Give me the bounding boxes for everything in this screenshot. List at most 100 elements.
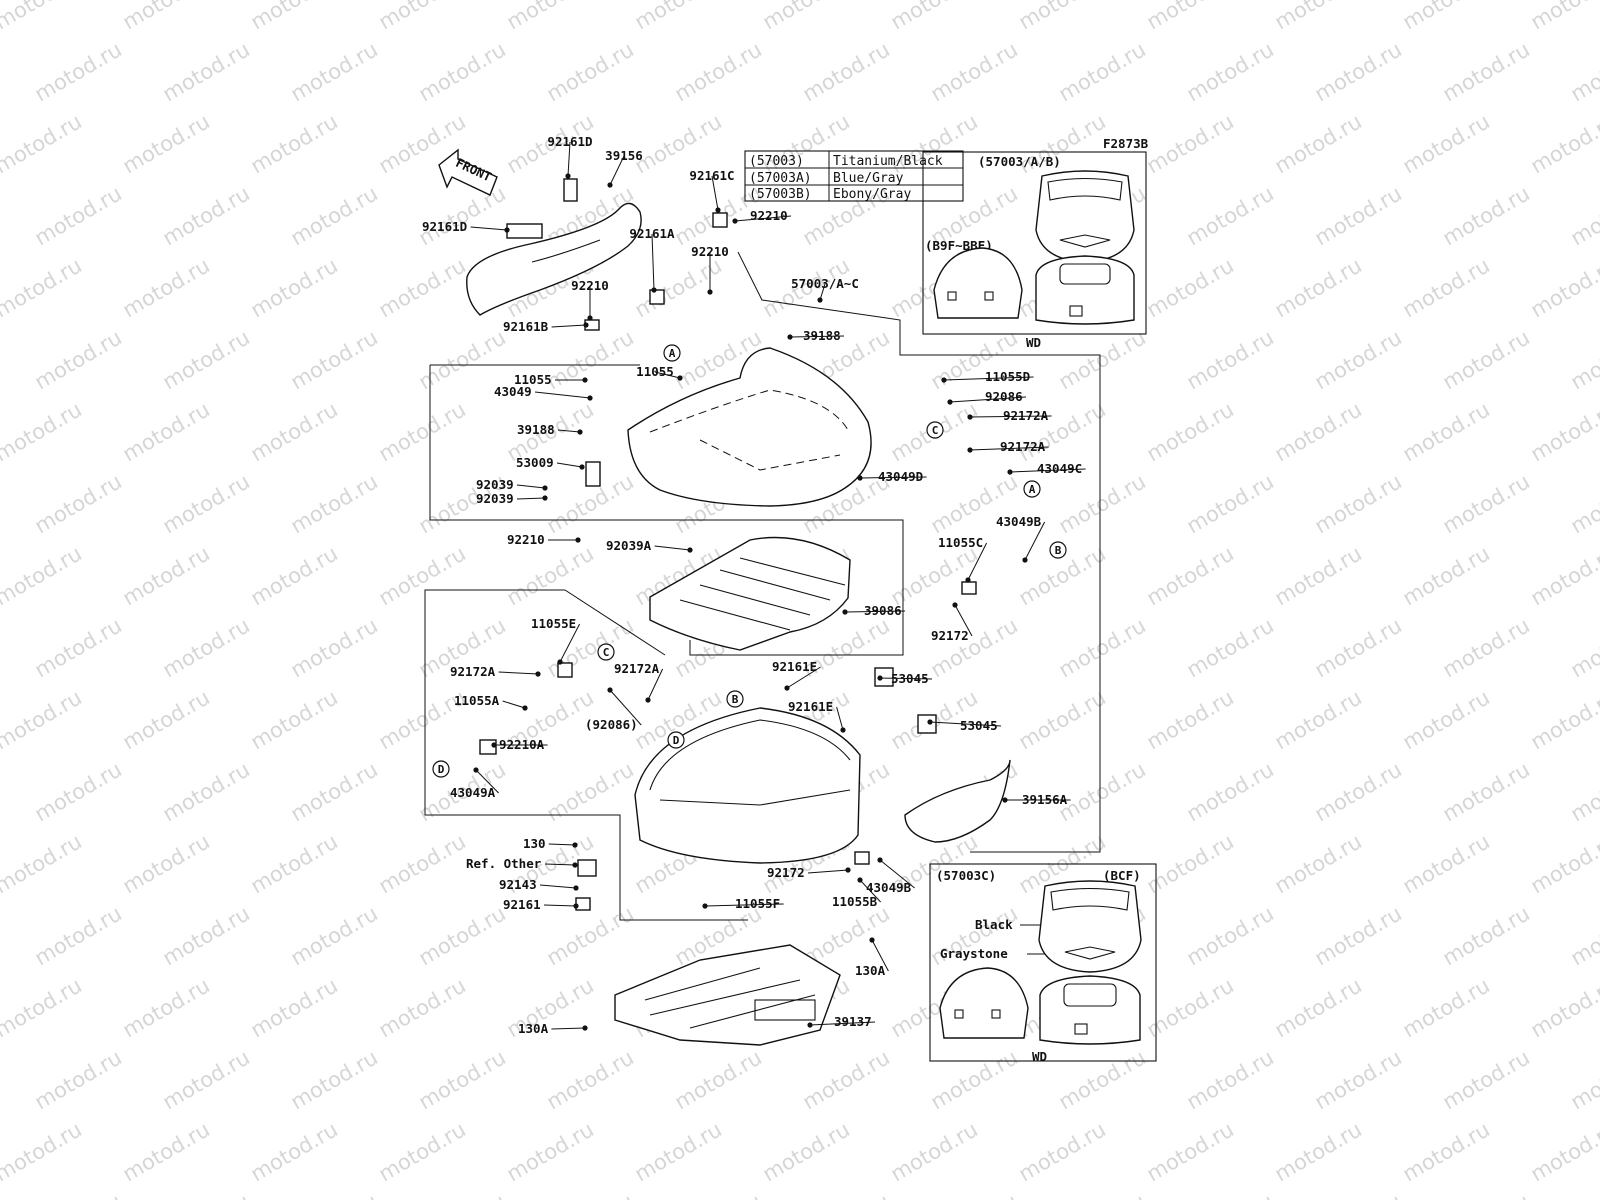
inset-bottom-caption: WD — [1032, 1049, 1047, 1064]
leader-line — [871, 939, 889, 972]
watermark-text: motod.ru — [1015, 1117, 1110, 1186]
callout-circle — [597, 643, 615, 661]
watermark-text: motod.ru — [247, 973, 342, 1042]
watermark-text: motod.ru — [1183, 1189, 1278, 1200]
watermark-text: motod.ru — [1399, 829, 1494, 898]
fastener-dot — [687, 547, 693, 553]
part-number-label: 92086 — [985, 389, 1023, 404]
watermark-text: motod.ru — [1055, 37, 1150, 106]
part-number-label: 53009 — [516, 455, 554, 470]
leader-line — [544, 863, 576, 866]
fastener-dot — [715, 207, 721, 213]
watermark-text: motod.ru — [1183, 469, 1278, 538]
watermark-text: motod.ru — [1143, 1117, 1238, 1186]
watermark-text: motod.ru — [1567, 1189, 1600, 1200]
watermark-text: motod.ru — [1183, 37, 1278, 106]
watermark-text: motod.ru — [287, 613, 382, 682]
mounting-bracket — [614, 944, 841, 1046]
part-number-label: 43049B — [996, 514, 1042, 529]
leader-line — [654, 545, 691, 551]
fastener-dot — [587, 395, 593, 401]
trunk-body — [634, 707, 861, 864]
fastener-dot — [607, 687, 613, 693]
watermark-text: motod.ru — [1527, 829, 1600, 898]
watermark-text: motod.ru — [0, 1117, 86, 1186]
watermark-text: motod.ru — [1527, 109, 1600, 178]
watermark-text: motod.ru — [119, 685, 214, 754]
callout-circle — [926, 421, 944, 439]
watermark-text: motod.ru — [1527, 0, 1600, 34]
watermark-text: motod.ru — [1399, 685, 1494, 754]
watermark-text: motod.ru — [1311, 469, 1406, 538]
part-number-label: 39188 — [517, 422, 555, 437]
part-number-label: 11055C — [938, 535, 983, 550]
part-number-label: 92143 — [499, 877, 537, 892]
watermark-text: motod.ru — [415, 181, 510, 250]
leader-line — [556, 462, 583, 468]
leader-line — [949, 396, 1027, 403]
leader-line — [1009, 468, 1086, 473]
fastener-dot — [965, 577, 971, 583]
fastener-dot — [807, 1022, 813, 1028]
watermark-text: motod.ru — [119, 829, 214, 898]
watermark-text: motod.ru — [375, 1117, 470, 1186]
leader-line — [567, 141, 571, 177]
fastener-dot — [1002, 797, 1008, 803]
fastener-dot — [582, 1025, 588, 1031]
watermark-text: motod.ru — [1399, 973, 1494, 1042]
watermark-text: motod.ru — [1055, 1189, 1150, 1200]
part-number-label: 39086 — [864, 603, 902, 618]
watermark-text: motod.ru — [1567, 757, 1600, 826]
fastener-dot — [857, 475, 863, 481]
watermark-text: motod.ru — [31, 1189, 126, 1200]
figure-code: F2873B — [1103, 136, 1149, 151]
watermark-text: motod.ru — [1143, 253, 1238, 322]
watermark-text: motod.ru — [247, 541, 342, 610]
part-number-label: 92161A — [629, 226, 675, 241]
watermark-text: motod.ru — [631, 1117, 726, 1186]
callout-circle — [432, 760, 450, 778]
part-number-label: 92210 — [571, 278, 609, 293]
watermark-text: motod.ru — [1527, 685, 1600, 754]
leader-line — [819, 283, 826, 301]
watermark-text: motod.ru — [1311, 181, 1406, 250]
watermark-text: motod.ru — [1311, 757, 1406, 826]
watermark-text: motod.ru — [287, 469, 382, 538]
part-number-label: 11055A — [454, 693, 500, 708]
watermark-text: motod.ru — [119, 109, 214, 178]
watermark-text: motod.ru — [415, 37, 510, 106]
trunk-side-view-icon — [939, 967, 1029, 1039]
reference-frames — [424, 251, 1101, 921]
fastener-dot — [535, 671, 541, 677]
watermark-text: motod.ru — [1439, 181, 1534, 250]
watermark-text: motod.ru — [159, 613, 254, 682]
watermark-text: motod.ru — [1527, 1117, 1600, 1186]
watermark-text: motod.ru — [1271, 829, 1366, 898]
watermark-text: motod.ru — [1439, 613, 1534, 682]
watermark-text: motod.ru — [375, 829, 470, 898]
watermark-text: motod.ru — [375, 541, 470, 610]
fastener-dot — [952, 602, 958, 608]
watermark-text: motod.ru — [0, 541, 86, 610]
watermark-text: motod.ru — [1055, 613, 1150, 682]
part-number-label: 92039 — [476, 477, 514, 492]
part-number-label: 92039A — [606, 538, 652, 553]
fastener-dot — [583, 322, 589, 328]
part-number-label: 39156A — [1022, 792, 1068, 807]
fastener-dot — [473, 767, 479, 773]
part-number-label: 92172A — [450, 664, 496, 679]
watermark-text: motod.ru — [287, 1045, 382, 1114]
watermark-text: motod.ru — [287, 757, 382, 826]
watermark-text: motod.ru — [159, 1045, 254, 1114]
watermark-text: motod.ru — [159, 325, 254, 394]
watermark-text: motod.ru — [1439, 901, 1534, 970]
part-number-label: 43049D — [878, 469, 923, 484]
leader-line — [967, 542, 988, 581]
watermark-text: motod.ru — [631, 0, 726, 34]
leader-line — [475, 769, 499, 794]
callout-circle — [1049, 541, 1067, 559]
watermark-text: motod.ru — [375, 397, 470, 466]
watermark-text: motod.ru — [1015, 685, 1110, 754]
watermark-text: motod.ru — [287, 1189, 382, 1200]
